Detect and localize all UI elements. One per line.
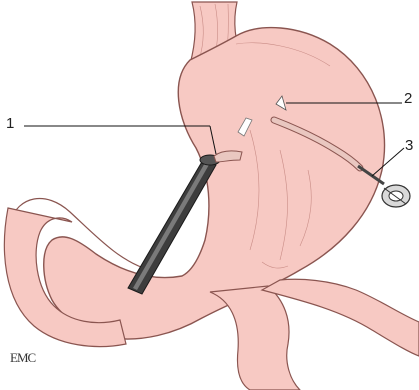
callout-label-3: 3 xyxy=(405,138,413,153)
callout-label-2: 2 xyxy=(404,91,412,106)
watermark-logo: EMC xyxy=(10,350,35,366)
callout-label-1: 1 xyxy=(6,116,14,131)
